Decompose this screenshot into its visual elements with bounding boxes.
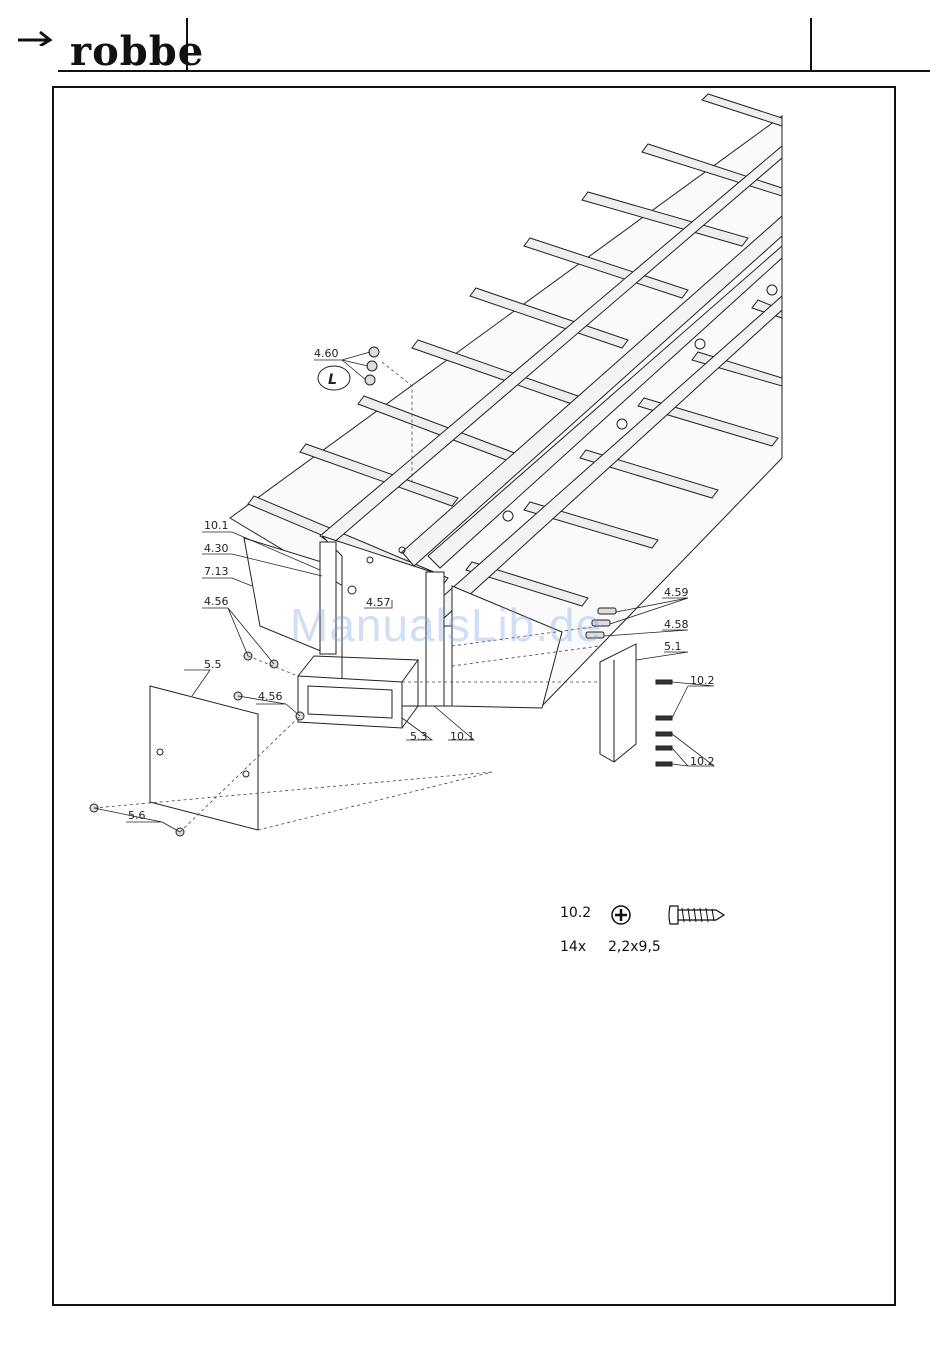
label-10-2-b: 10.2 [690,755,715,768]
label-4-60: 4.60 [314,347,339,360]
page-header: robbe [0,0,950,80]
self-tapping-screw-icon [668,902,726,928]
label-4-58: 4.58 [664,618,689,631]
label-4-56-b: 4.56 [258,690,283,703]
header-divider-left [186,18,188,72]
label-5-1: 5.1 [664,640,682,653]
box-5-3 [298,676,402,728]
robbe-logo: robbe [18,18,188,68]
header-rule [58,70,930,72]
screw-spec-code: 10.2 [560,905,591,921]
label-4-59: 4.59 [664,586,689,599]
label-4-56-a: 4.56 [204,595,229,608]
nuts-4-56 [234,652,304,720]
logo-swoosh-icon [18,26,62,46]
logo-text: robbe [70,32,204,72]
label-5-3: 5.3 [410,730,428,743]
variant-letter: L [328,372,337,388]
label-7-13: 7.13 [204,565,229,578]
phillips-head-icon [610,904,632,926]
label-4-30: 4.30 [204,542,229,555]
assembly-drawing: L 4.60 10.1 4.30 7.13 4.56 5.5 4.56 5.6 … [52,86,896,1306]
bracket-5-1 [600,644,636,762]
header-divider-right [810,18,812,72]
label-10-1-bottom: 10.1 [450,730,475,743]
label-5-5: 5.5 [204,658,222,671]
screws-10-2 [656,680,672,766]
cover-plate-5-5 [150,686,258,830]
label-10-1-top: 10.1 [204,519,229,532]
label-10-2-a: 10.2 [690,674,715,687]
screw-spec-size: 2,2x9,5 [608,939,661,955]
watermark: ManualsLib.de [290,598,602,652]
label-5-6: 5.6 [128,809,146,822]
screw-spec-count: 14x [560,939,586,955]
